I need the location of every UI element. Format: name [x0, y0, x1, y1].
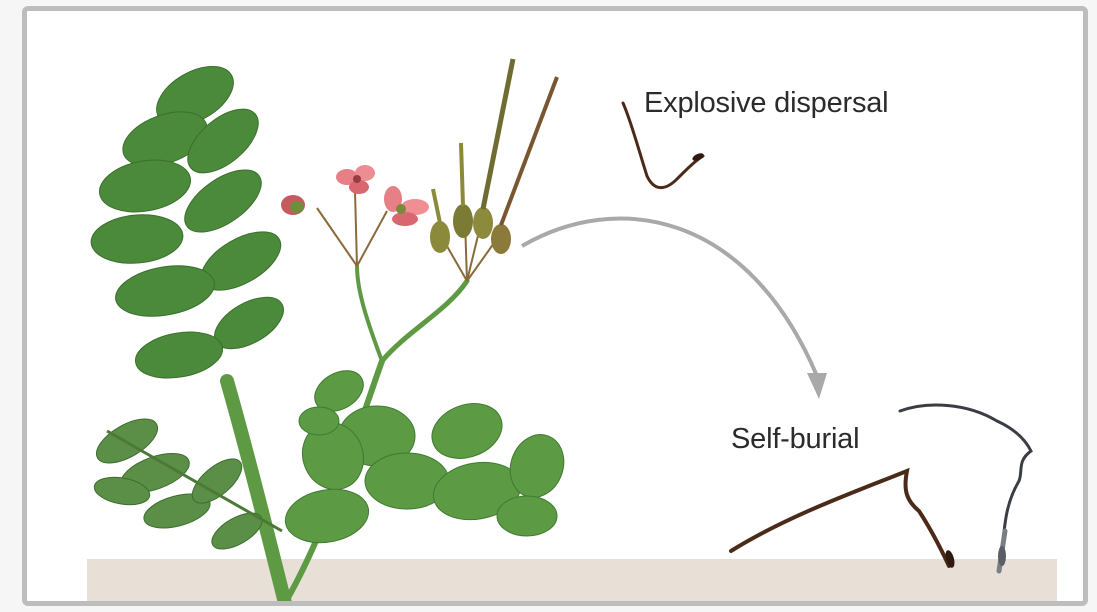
seed-burial-gray	[27, 11, 1088, 606]
figure-frame: Explosive dispersal Self-burial	[22, 6, 1088, 606]
explosive-dispersal-label: Explosive dispersal	[644, 87, 888, 120]
self-burial-label: Self-burial	[731, 423, 859, 456]
